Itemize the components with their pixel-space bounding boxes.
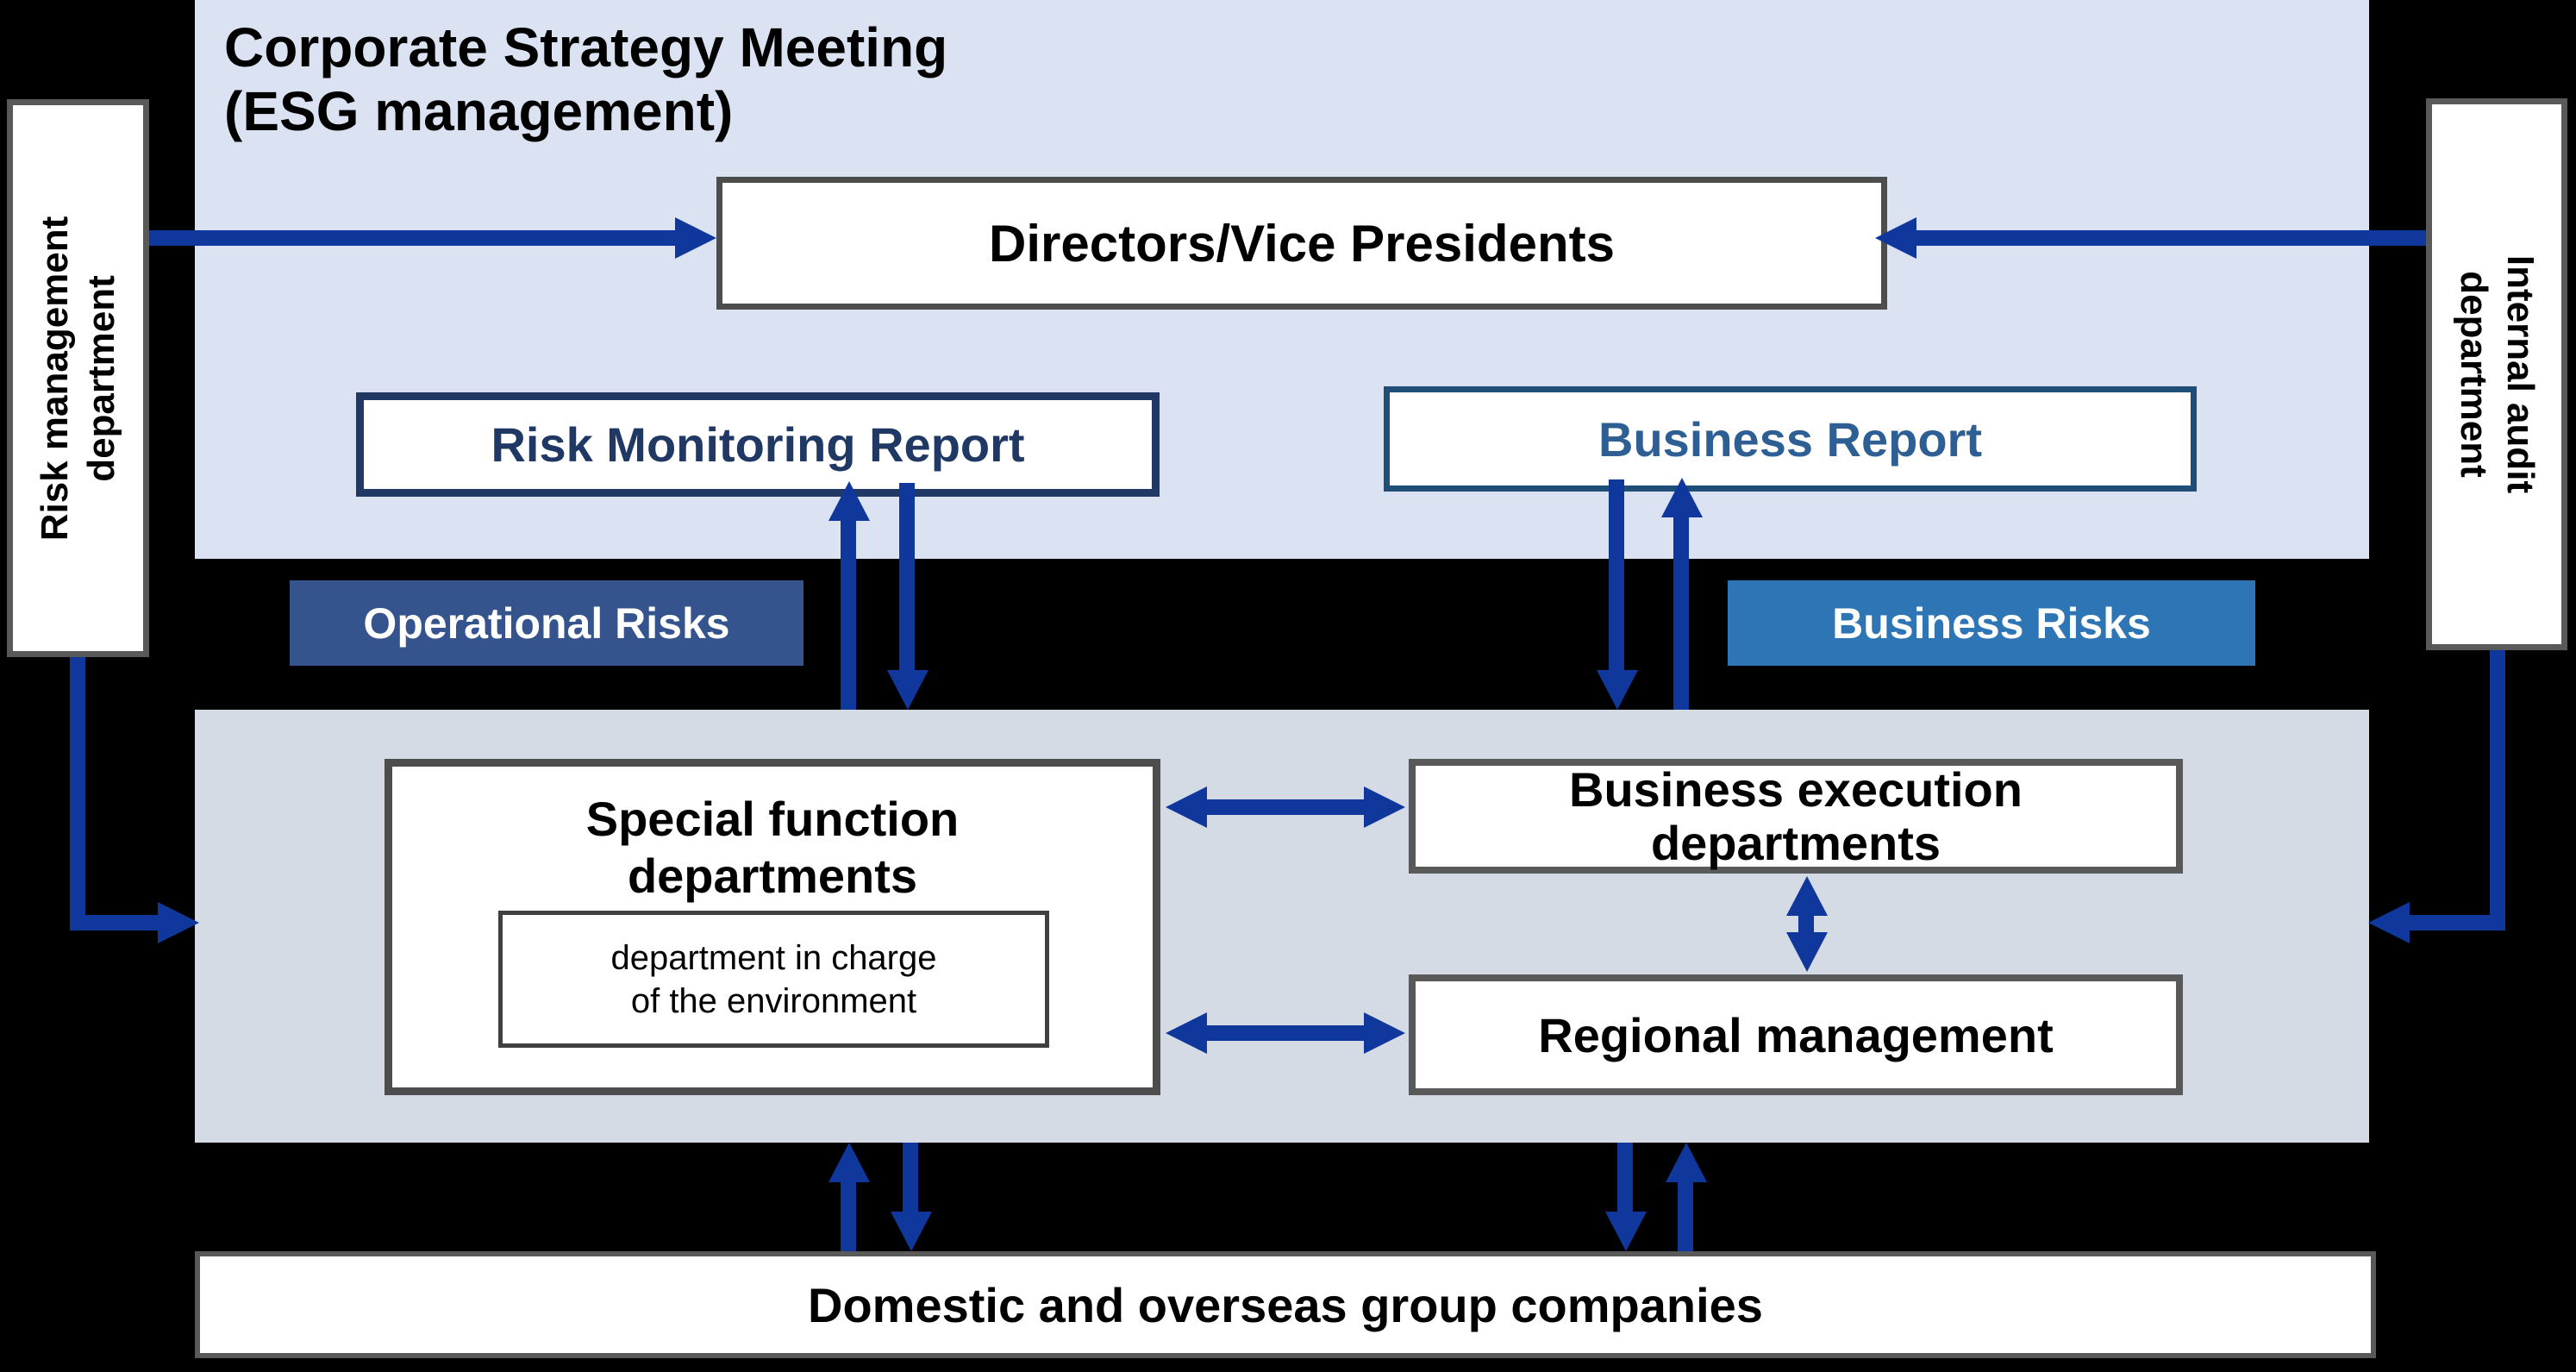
arrow-shaft: [1673, 514, 1689, 710]
arrow-up-head: [1661, 478, 1703, 517]
arrow-shaft: [70, 915, 159, 930]
business-risks-label: Business Risks: [1832, 598, 2151, 648]
internal-audit-line1: Internal audit: [2499, 254, 2542, 494]
arrow-left-head: [2368, 902, 2410, 943]
internal-audit-line2: department: [2453, 271, 2495, 478]
arrow-down-head: [887, 670, 928, 710]
regional-management-label: Regional management: [1538, 1007, 2054, 1062]
business-report-label: Business Report: [1598, 411, 1982, 467]
arrow-right-head: [675, 217, 716, 259]
arrow-shaft: [1204, 1025, 1367, 1041]
operational-risks-label: Operational Risks: [363, 598, 730, 648]
business-execution-line2: departments: [1650, 815, 1941, 870]
arrow-shaft: [1617, 1143, 1633, 1213]
operational-risks-badge: Operational Risks: [290, 580, 803, 666]
special-function-line1: Special function: [585, 792, 960, 846]
arrow-shaft: [899, 483, 915, 673]
arrow-shaft: [1798, 912, 1814, 936]
internal-audit-department-label: Internal audit department: [2450, 255, 2543, 493]
group-companies-bar: Domestic and overseas group companies: [195, 1251, 2376, 1358]
internal-audit-department-box: Internal audit department: [2426, 98, 2567, 650]
business-report-box: Business Report: [1384, 386, 2197, 492]
arrow-shaft: [1915, 230, 2426, 246]
arrow-up-head: [828, 481, 870, 521]
arrow-right-head: [1364, 1012, 1405, 1054]
environment-department-box: department in charge of the environment: [498, 911, 1049, 1048]
risk-management-department-box: Risk management department: [7, 99, 149, 657]
arrow-left-head: [1166, 1012, 1207, 1054]
arrow-shaft: [1678, 1179, 1693, 1251]
business-risks-badge: Business Risks: [1728, 580, 2255, 666]
arrow-up-head: [1786, 876, 1828, 916]
arrow-down-head: [1786, 932, 1828, 972]
risk-management-line2: department: [79, 274, 122, 482]
arrow-shaft: [903, 1143, 918, 1213]
arrow-shaft: [1609, 479, 1624, 673]
arrow-up-head: [1666, 1143, 1707, 1182]
arrow-up-head: [828, 1143, 870, 1182]
risk-monitoring-report-label: Risk Monitoring Report: [491, 417, 1025, 472]
special-function-line2: departments: [627, 849, 918, 903]
business-execution-line1: Business execution: [1569, 761, 2023, 817]
directors-label: Directors/Vice Presidents: [989, 214, 1615, 273]
arrow-shaft: [149, 230, 678, 246]
panel-title-line1: Corporate Strategy Meeting: [224, 16, 948, 78]
arrow-down-head: [891, 1212, 932, 1251]
arrow-right-head: [1364, 786, 1405, 828]
arrow-shaft: [841, 517, 856, 710]
environment-line2: of the environment: [630, 981, 917, 1020]
arrow-right-head: [158, 902, 199, 943]
special-function-departments-label: Special function departments: [392, 791, 1153, 905]
arrow-left-head: [1875, 217, 1916, 259]
panel-title: Corporate Strategy Meeting (ESG manageme…: [224, 16, 947, 143]
environment-line1: department in charge: [610, 938, 937, 977]
business-execution-departments-box: Business execution departments: [1409, 759, 2183, 874]
arrow-shaft: [1204, 799, 1367, 815]
arrow-down-head: [1605, 1212, 1647, 1251]
arrow-shaft: [70, 657, 85, 930]
arrow-shaft: [2408, 915, 2505, 930]
arrow-shaft: [2490, 650, 2505, 930]
panel-title-line2: (ESG management): [224, 80, 734, 142]
risk-management-line1: Risk management: [33, 216, 76, 541]
directors-vice-presidents-box: Directors/Vice Presidents: [716, 177, 1887, 310]
arrow-left-head: [1166, 786, 1207, 828]
arrow-shaft: [841, 1179, 856, 1251]
arrow-down-head: [1597, 670, 1638, 710]
risk-management-department-label: Risk management department: [32, 216, 125, 541]
regional-management-box: Regional management: [1409, 974, 2183, 1095]
risk-monitoring-report-box: Risk Monitoring Report: [356, 392, 1160, 497]
group-companies-label: Domestic and overseas group companies: [808, 1277, 1763, 1332]
